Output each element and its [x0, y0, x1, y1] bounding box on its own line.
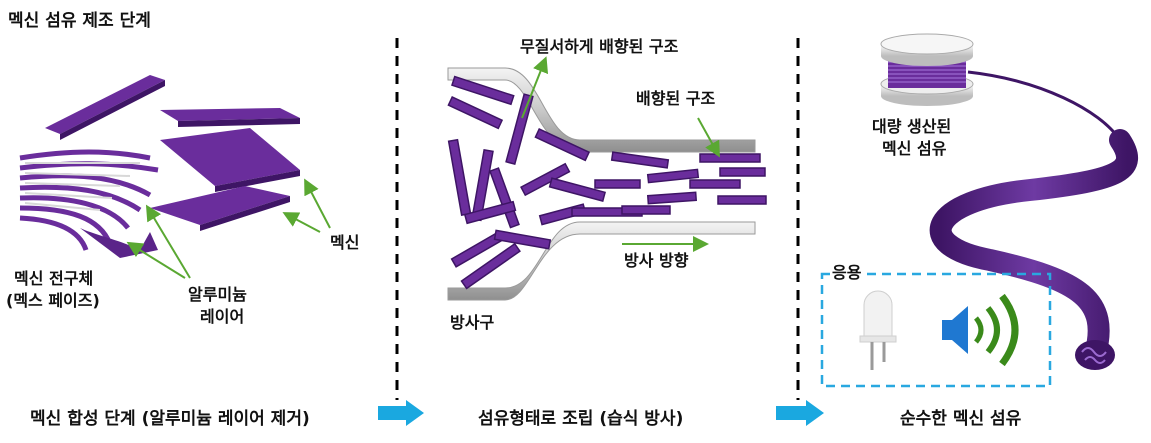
applications-label: 응용 [830, 262, 864, 284]
led-icon [859, 290, 897, 370]
aligned-structure-label: 배향된 구조 [636, 89, 716, 108]
precursor-label-line2: (멕스 페이즈) [6, 291, 100, 310]
mass-produced-label-line2: 멕신 섬유 [882, 139, 947, 158]
spinneret-label: 방사구 [450, 313, 495, 332]
applications-box [820, 272, 1052, 388]
al-layer-label-line1: 알루미늄 [188, 285, 247, 304]
mxene-label: 멕신 [330, 233, 360, 252]
al-layer-label-line2: 레이어 [200, 307, 245, 326]
step-arrow-2 [776, 400, 824, 426]
disordered-structure-label: 무질서하게 배향된 구조 [520, 37, 679, 56]
precursor-label-line1: 멕신 전구체 [14, 269, 94, 288]
step-2-label: 섬유형태로 조립 (습식 방사) [478, 409, 684, 429]
mxene-sheets [45, 75, 300, 231]
speaker-icon [942, 293, 1019, 367]
disordered-flakes [447, 75, 606, 290]
spinneret-channel [447, 67, 756, 301]
step-3-label: 순수한 멕신 섬유 [900, 409, 1022, 429]
diagram-title: 멕신 섬유 제조 단계 [8, 11, 151, 31]
step-arrow-1 [378, 400, 424, 426]
step-1-label: 멕신 합성 단계 (알루미늄 레이어 제거) [30, 409, 310, 429]
mass-produced-label-line1: 대량 생산된 [872, 117, 952, 136]
spool [880, 33, 974, 106]
aligned-flakes [571, 151, 767, 217]
precursor-stack [19, 149, 159, 258]
fiber-end [1075, 340, 1115, 370]
spin-direction-label: 방사 방향 [624, 251, 689, 270]
thin-fiber [967, 70, 1122, 141]
thick-fiber [929, 129, 1138, 366]
